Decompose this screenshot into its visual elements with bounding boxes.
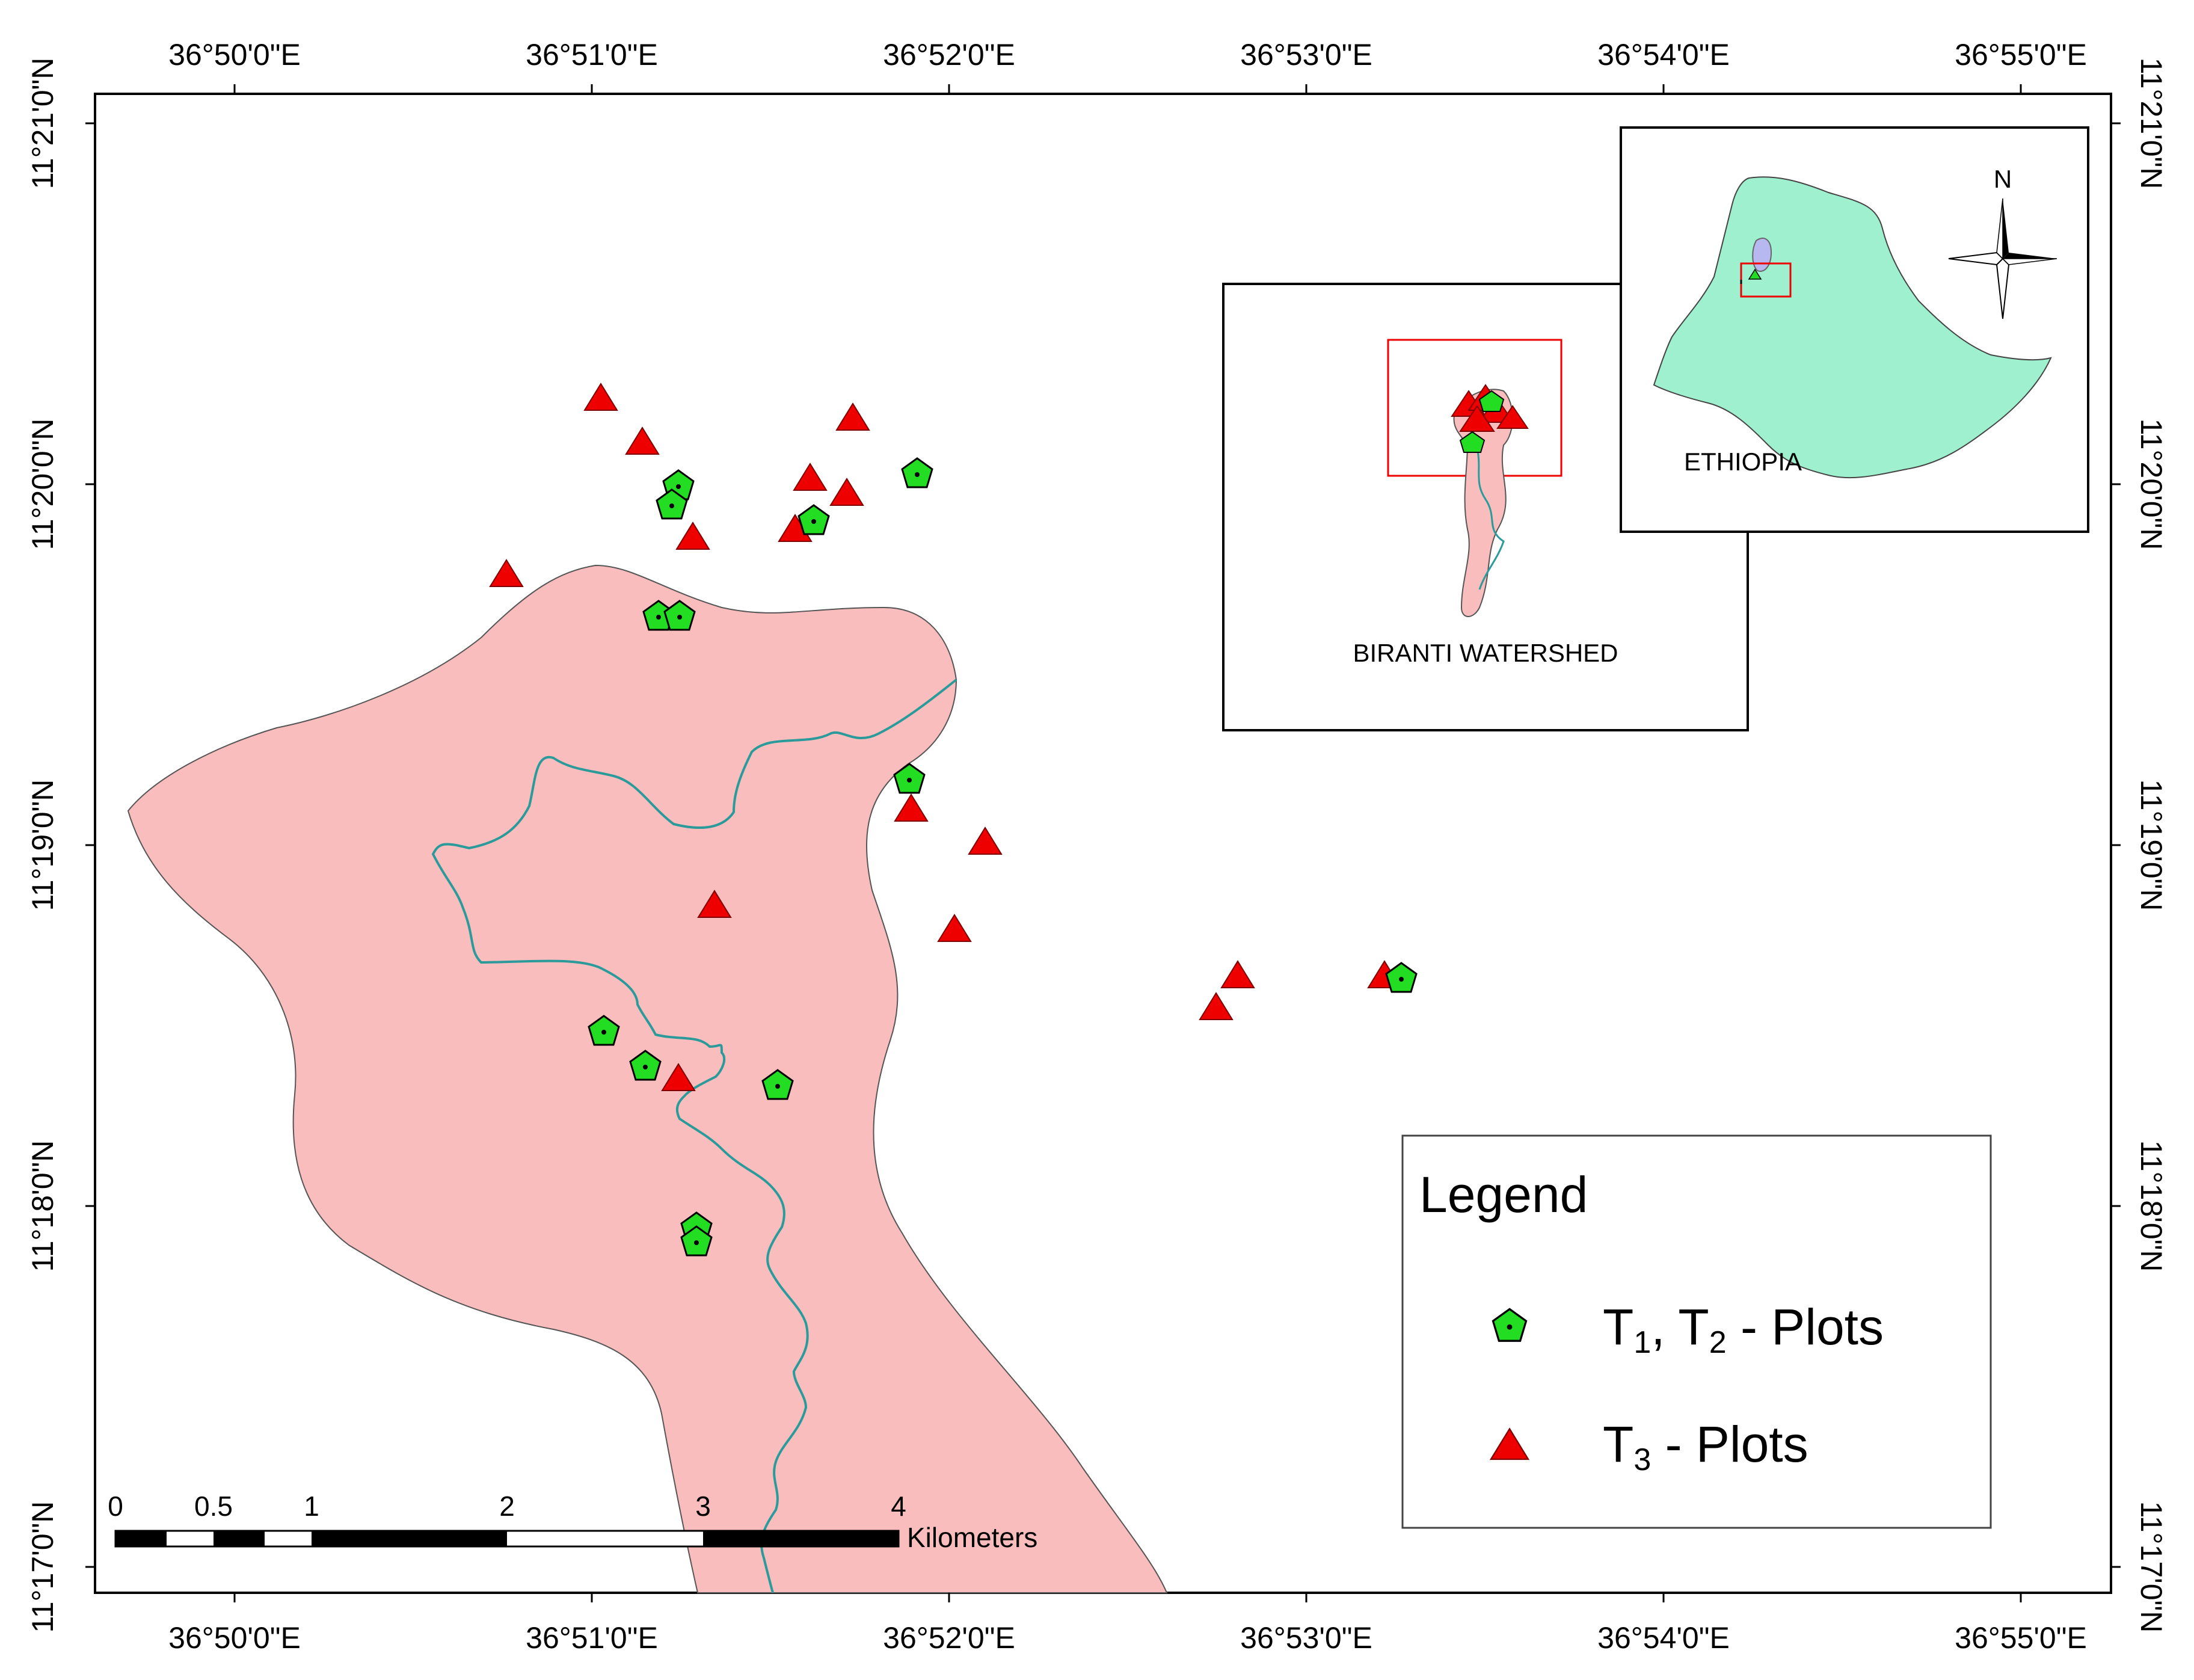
scale-label: 4 <box>891 1491 906 1522</box>
inset-stream <box>1475 445 1505 590</box>
scale-label: 2 <box>499 1491 515 1522</box>
top-lon-label: 36°53'0"E <box>1240 38 1372 72</box>
scale-label: 3 <box>695 1491 711 1522</box>
stream-line <box>431 678 957 1593</box>
bottom-lon-label: 36°54'0"E <box>1597 1621 1730 1655</box>
left-lat-label: 11°21'0"N <box>26 58 60 189</box>
bottom-lon-label: 36°53'0"E <box>1240 1621 1372 1655</box>
right-lat-label: 11°19'0"N <box>2134 780 2168 911</box>
legend-triangle-icon <box>1489 1427 1530 1460</box>
top-lon-label: 36°54'0"E <box>1597 38 1730 72</box>
legend-item-t1-t2: T1, T2 - Plots <box>1492 1299 1884 1360</box>
north-arrow-icon <box>1948 198 2057 319</box>
scale-unit-label: Kilometers <box>907 1522 1037 1553</box>
left-lat-label: 11°18'0"N <box>26 1140 60 1272</box>
inset-plot-cluster <box>1451 384 1529 453</box>
scale-label: 0.5 <box>194 1491 233 1522</box>
left-lat-label: 11°20'0"N <box>26 419 60 550</box>
country-lake <box>1752 238 1772 272</box>
bottom-lon-label: 36°51'0"E <box>526 1621 658 1655</box>
right-lat-label: 11°21'0"N <box>2134 58 2168 189</box>
top-lon-label: 36°50'0"E <box>168 38 301 72</box>
country-inset-marker <box>1748 268 1762 280</box>
scale-label: 1 <box>304 1491 319 1522</box>
country-label: ETHIOPIA <box>1684 448 1802 476</box>
top-lon-label: 36°55'0"E <box>1955 38 2087 72</box>
right-lat-label: 11°18'0"N <box>2134 1140 2168 1272</box>
left-lat-label: 11°17'0"N <box>26 1501 60 1633</box>
scale-bar <box>114 1530 900 1548</box>
bottom-lon-label: 36°52'0"E <box>883 1621 1015 1655</box>
bottom-lon-label: 36°55'0"E <box>1955 1621 2087 1655</box>
watershed-inset-label: BIRANTI WATERSHED <box>1353 639 1618 667</box>
bottom-lon-label: 36°50'0"E <box>168 1621 301 1655</box>
scale-label: 0 <box>108 1491 123 1522</box>
legend-item-t3: T3 - Plots <box>1489 1416 1808 1477</box>
top-lon-label: 36°51'0"E <box>526 38 658 72</box>
right-lat-label: 11°17'0"N <box>2134 1501 2168 1633</box>
north-label: N <box>1994 165 2012 193</box>
top-lon-label: 36°52'0"E <box>883 38 1015 72</box>
left-lat-label: 11°19'0"N <box>26 780 60 911</box>
legend-label-t3: T3 - Plots <box>1603 1416 1808 1477</box>
right-lat-label: 11°20'0"N <box>2134 419 2168 550</box>
legend-title: Legend <box>1419 1166 1588 1223</box>
legend-label-t1-t2: T1, T2 - Plots <box>1603 1299 1884 1360</box>
graticule-ticks <box>85 84 2121 1602</box>
